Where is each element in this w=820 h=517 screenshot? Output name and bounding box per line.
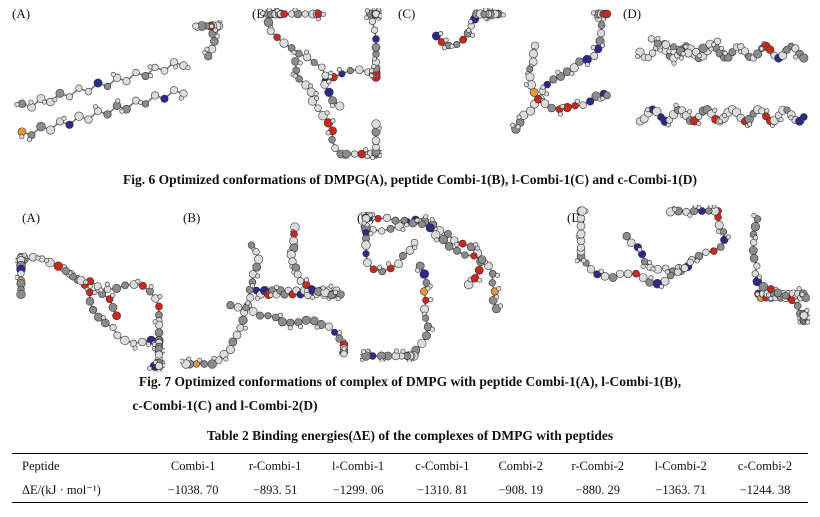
row-label-delta-e: ΔE/(kJ · mol⁻¹) [22,483,101,497]
table2-title: Table 2 Binding energies(ΔE) of the comp… [206,428,614,443]
fig7-panel-label-b: (B) [183,210,201,225]
header-l-combi-2: l-Combi-2 [654,458,707,473]
table-row: ΔE/(kJ · mol⁻¹) −1038. 70 −893. 51 −1299… [12,478,808,503]
value-combi-2: −908. 19 [498,482,543,497]
complex-dmpg-combi-1-image [15,252,165,372]
header-r-combi-2: r-Combi-2 [571,458,624,473]
binding-energy-table: Peptide Combi-1 r-Combi-1 l-Combi-1 c-Co… [12,453,808,503]
combi-1-molecule-image [260,8,382,160]
value-l-combi-1: −1299. 06 [332,482,384,497]
value-r-combi-2: −880. 29 [575,482,620,497]
fig6-caption: Fig. 6 Optimized conformations of DMPG(A… [122,172,698,187]
header-peptide: Peptide [22,458,60,473]
complex-dmpg-l-combi-1-image [180,222,349,369]
fig7-panel-label-a: (A) [22,210,41,225]
value-combi-1: −1038. 70 [167,482,219,497]
complex-dmpg-c-combi-1-image [360,212,504,362]
table-header-row: Peptide Combi-1 r-Combi-1 l-Combi-1 c-Co… [12,453,808,479]
fig6-panel-label-a: (A) [12,6,31,21]
fig6-panel-label-d: (D) [623,6,642,21]
value-l-combi-2: −1363. 71 [655,482,707,497]
complex-dmpg-l-combi-2-image [575,205,810,326]
fig6-panel-label-c: (C) [398,6,416,21]
header-r-combi-1: r-Combi-1 [248,458,302,473]
dmpg-molecule-image [14,20,224,143]
value-c-combi-1: −1310. 81 [416,482,468,497]
c-combi-1-molecule-image [635,35,809,129]
header-c-combi-1: c-Combi-1 [415,458,470,473]
value-c-combi-2: −1244. 38 [739,482,791,497]
fig7-caption-line-2: c-Combi-1(C) and l-Combi-2(D) [132,398,318,413]
header-combi-2: Combi-2 [498,458,543,473]
fig7-caption-line-1: Fig. 7 Optimized conformations of comple… [138,374,682,389]
header-l-combi-1: l-Combi-1 [332,458,385,473]
header-combi-1: Combi-1 [170,458,216,473]
l-combi-1-molecule-image [432,8,612,134]
value-r-combi-1: −893. 51 [252,482,298,497]
header-c-combi-2: c-Combi-2 [737,458,793,473]
